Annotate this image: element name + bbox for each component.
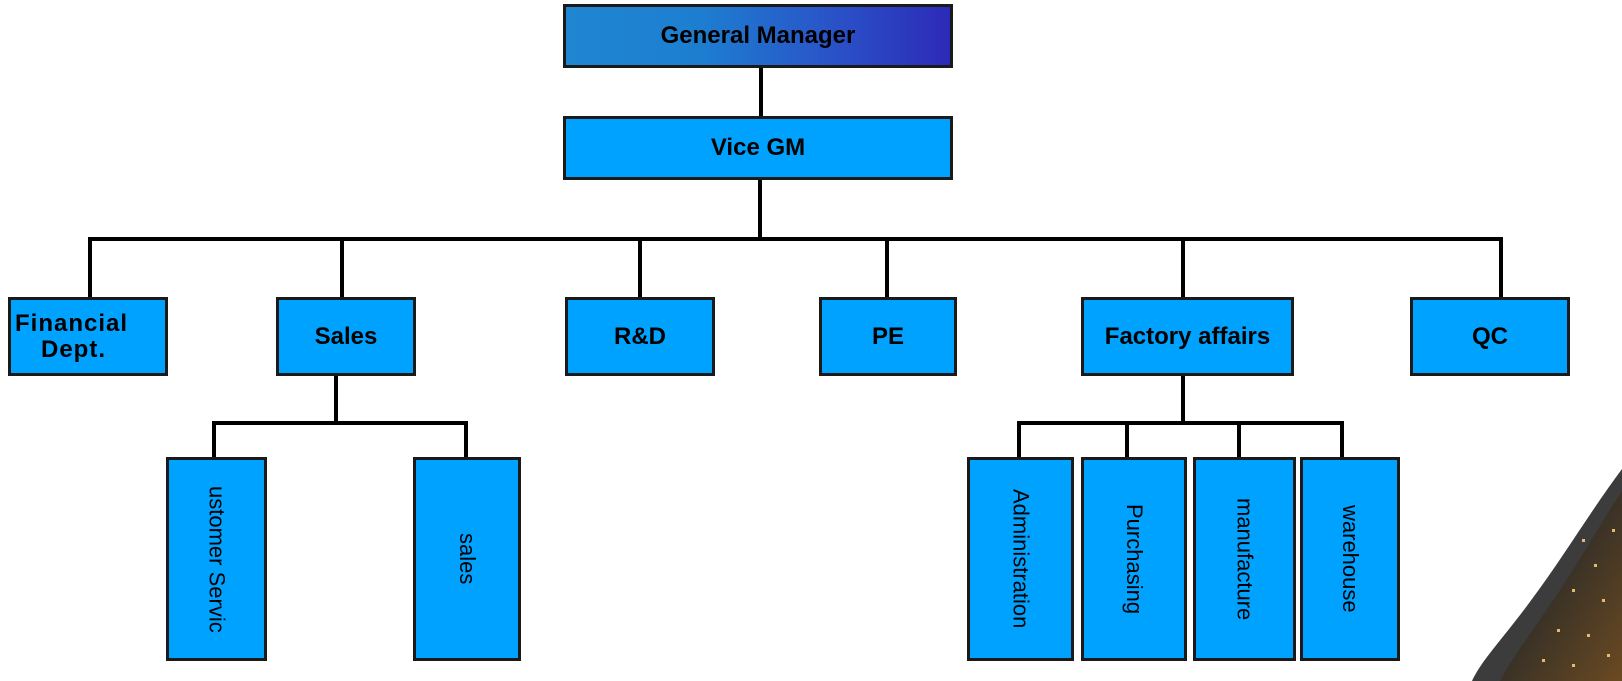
financial-dept-label-line1: Financial — [15, 309, 129, 337]
drop-warehouse — [1340, 421, 1344, 460]
drop-pe — [885, 237, 889, 299]
rnd-dept-box: R&D — [565, 297, 715, 376]
sales-dept-label: Sales — [314, 322, 378, 350]
connector-factory-down — [1181, 374, 1185, 424]
sales-unit-box: sales — [413, 457, 521, 661]
drop-sales-unit — [464, 421, 468, 460]
purchasing-box: Purchasing — [1081, 457, 1187, 661]
factory-affairs-box: Factory affairs — [1081, 297, 1294, 376]
drop-financial — [88, 237, 92, 299]
sales-bus — [212, 421, 468, 425]
drop-manufacture — [1237, 421, 1241, 460]
warehouse-label: warehouse — [1338, 505, 1363, 613]
rnd-dept-label: R&D — [614, 322, 666, 350]
customer-service-box: ustomer Servic — [166, 457, 267, 661]
drop-qc — [1499, 237, 1503, 299]
factory-bus — [1017, 421, 1344, 425]
drop-administration — [1017, 421, 1021, 460]
drop-customer-service — [212, 421, 216, 460]
financial-dept-label-line2: Dept. — [41, 335, 106, 363]
qc-dept-label: QC — [1472, 322, 1508, 350]
qc-dept-box: QC — [1410, 297, 1570, 376]
city-night-photo-corner — [1472, 469, 1622, 681]
purchasing-label: Purchasing — [1122, 503, 1147, 615]
administration-box: Administration — [967, 457, 1074, 661]
manufacture-label: manufacture — [1232, 497, 1258, 621]
pe-dept-label: PE — [871, 322, 904, 350]
customer-service-label: ustomer Servic — [204, 485, 230, 633]
connector-sales-down — [334, 374, 338, 424]
manufacture-box: manufacture — [1193, 457, 1296, 661]
administration-label: Administration — [1008, 489, 1034, 629]
general-manager-box: General Manager — [563, 4, 953, 68]
factory-affairs-label: Factory affairs — [1104, 322, 1271, 350]
connector-gm-vice — [759, 66, 763, 119]
vice-gm-label: Vice GM — [710, 134, 806, 161]
sales-unit-label: sales — [455, 533, 480, 585]
vice-gm-box: Vice GM — [563, 116, 953, 180]
drop-sales — [340, 237, 344, 299]
connector-vice-bus — [758, 178, 762, 240]
department-bus — [88, 237, 1503, 241]
drop-purchasing — [1125, 421, 1129, 460]
warehouse-box: warehouse — [1300, 457, 1400, 661]
general-manager-label: General Manager — [660, 22, 856, 49]
pe-dept-box: PE — [819, 297, 957, 376]
drop-factory — [1181, 237, 1185, 299]
financial-dept-box: Financial Dept. — [8, 297, 168, 376]
drop-rnd — [638, 237, 642, 299]
sales-dept-box: Sales — [276, 297, 416, 376]
